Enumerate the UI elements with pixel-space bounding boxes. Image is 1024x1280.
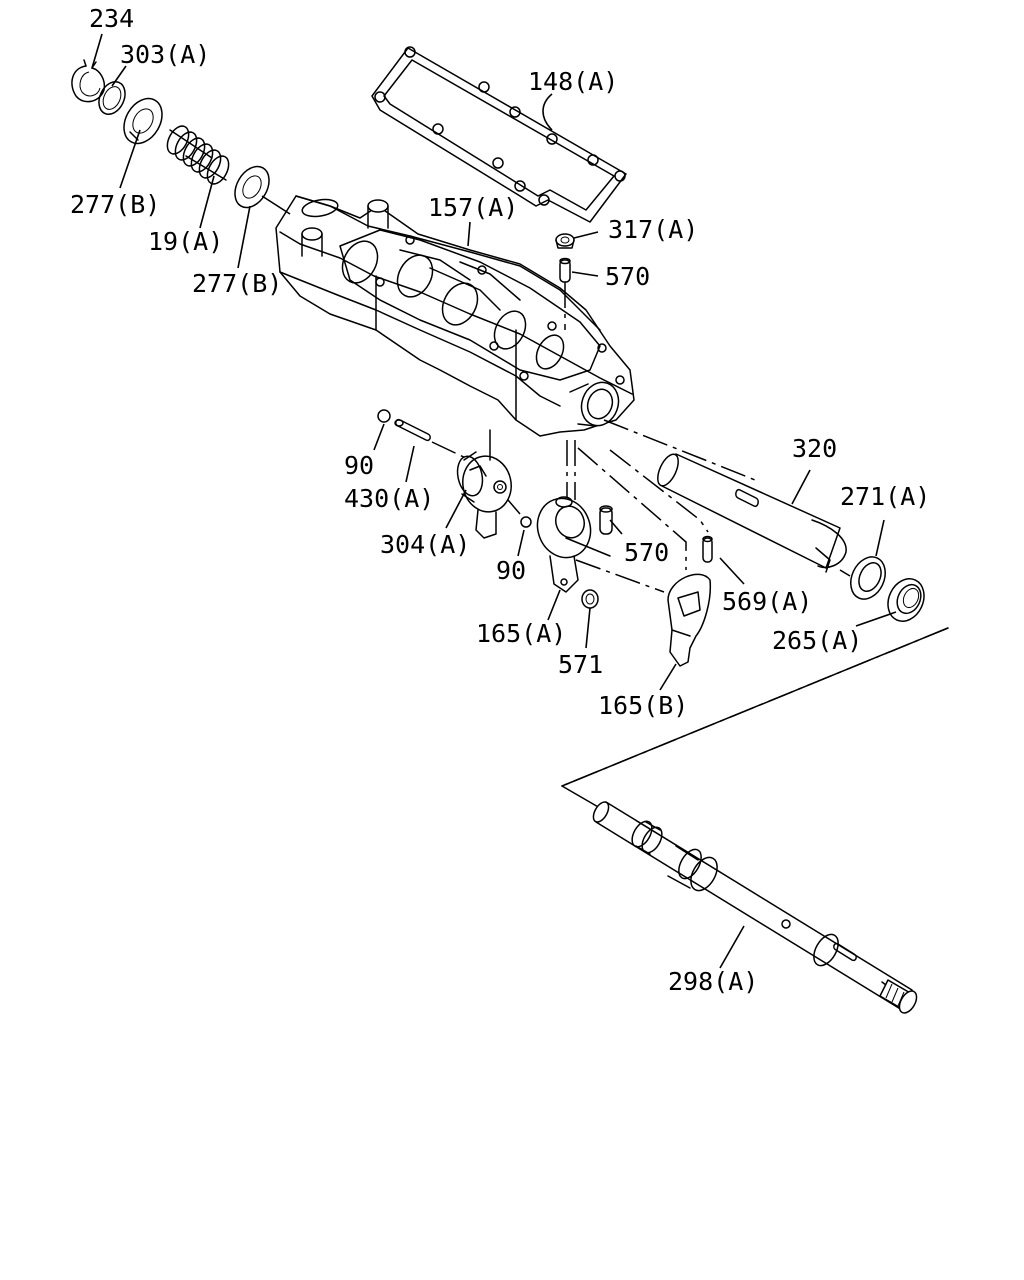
part-label-430a: 430(A)	[344, 484, 434, 513]
part-label-570-upper: 570	[605, 262, 650, 291]
part-label-569a: 569(A)	[722, 587, 812, 616]
part-label-90-right: 90	[496, 556, 526, 585]
part-label-570-lower: 570	[624, 538, 669, 567]
spring-seat-washer-part	[234, 165, 270, 209]
small-collar-part	[581, 589, 599, 609]
part-label-165a: 165(A)	[476, 619, 566, 648]
part-label-277b-lower: 277(B)	[192, 269, 282, 298]
part-label-303a: 303(A)	[120, 40, 210, 69]
coil-spring-part	[166, 125, 230, 185]
roll-pin-part	[702, 535, 713, 563]
o-ring-part	[377, 409, 391, 423]
part-label-317a: 317(A)	[608, 215, 698, 244]
valve-housing-part	[275, 195, 635, 437]
part-label-271a: 271(A)	[840, 482, 930, 511]
shift-lever-part	[536, 496, 611, 593]
detent-plate-part	[667, 573, 712, 667]
part-label-234: 234	[89, 4, 134, 33]
dowel-pin-part	[599, 505, 613, 535]
dowel-pin-long-part	[394, 418, 431, 442]
bushing-part	[850, 556, 886, 600]
sleeve-tube-part	[657, 453, 847, 573]
oil-seal-part	[887, 578, 925, 622]
part-label-304a: 304(A)	[380, 530, 470, 559]
part-label-157a: 157(A)	[428, 193, 518, 222]
part-label-265a: 265(A)	[772, 626, 862, 655]
part-label-571: 571	[558, 650, 603, 679]
part-label-165b: 165(B)	[598, 691, 688, 720]
plug-cap-part	[555, 233, 575, 249]
part-label-277b-upper: 277(B)	[70, 190, 160, 219]
part-label-90-left: 90	[344, 451, 374, 480]
gasket-part	[371, 46, 627, 223]
detent-lever-part	[456, 429, 512, 539]
retaining-ring-part	[98, 81, 126, 115]
dowel-pin-part	[559, 257, 571, 283]
part-label-320: 320	[792, 434, 837, 463]
part-label-19a: 19(A)	[148, 227, 223, 256]
o-ring-part	[520, 516, 532, 528]
part-label-148a: 148(A)	[528, 67, 618, 96]
part-label-298a: 298(A)	[668, 967, 758, 996]
spring-seat-washer-part	[123, 97, 163, 145]
shift-shaft-part	[592, 801, 918, 1014]
leader-lines	[91, 33, 897, 969]
